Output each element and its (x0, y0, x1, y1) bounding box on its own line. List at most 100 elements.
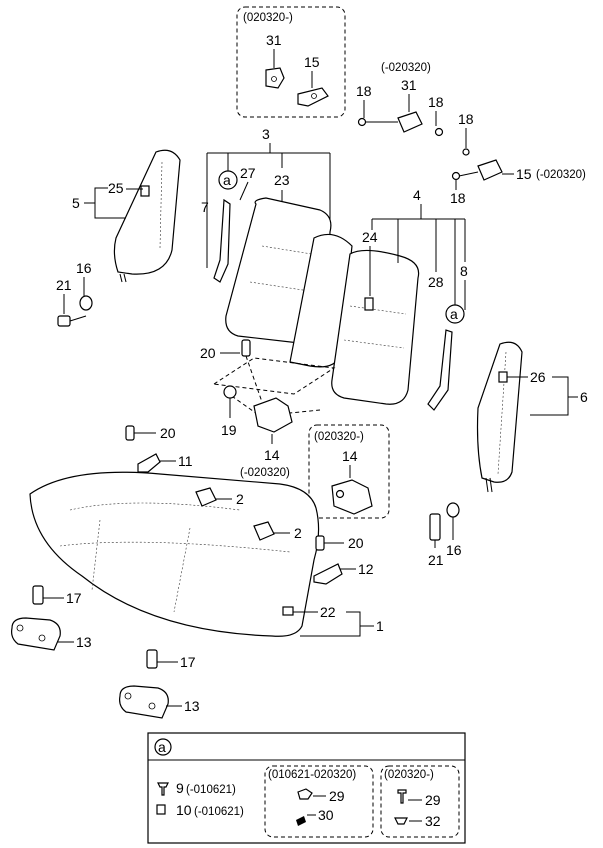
hook-group-upper: 17 13 (11, 585, 92, 651)
legend-box: a 9 (-010621) 10 (-010621) (010621-02032… (147, 732, 466, 844)
seat-back-cushion-right (331, 249, 420, 405)
hook-13a (11, 617, 61, 651)
bolt-18c (462, 148, 470, 156)
note-31-date: (-020320) (381, 62, 431, 74)
legend-item-9: 9 (-010621) (157, 780, 236, 796)
legend-item-9-note: (-010621) (186, 784, 236, 796)
part-label-15: 15 (304, 54, 320, 70)
bolt-20c (315, 535, 325, 551)
legend-right-box-label: (020320-) (384, 769, 434, 781)
part-label-23: 23 (274, 172, 290, 188)
part-label-21a: 21 (56, 277, 72, 293)
part-label-15b: 15 (516, 166, 532, 182)
part-label-18d: 18 (450, 190, 466, 206)
rod-8 (427, 329, 453, 411)
part-label-25: 25 (108, 180, 124, 196)
bracket-group-12: 20 12 (313, 535, 374, 585)
part-label-12: 12 (358, 561, 374, 577)
part-label-17b: 17 (180, 654, 196, 670)
part-label-2a: 2 (236, 491, 244, 507)
bracket-2a: 2 (195, 487, 244, 507)
legend-item-9-num: 9 (176, 780, 184, 796)
rod-7 (213, 198, 231, 283)
part-label-5: 5 (72, 195, 80, 211)
bolt-18d (451, 171, 479, 181)
part-label-21b: 21 (428, 552, 444, 568)
part-label-24: 24 (362, 229, 378, 245)
part-label-16a: 16 (76, 260, 92, 276)
bolt-20b (125, 425, 135, 441)
part-label-14a: 14 (264, 447, 280, 463)
part-label-19: 19 (221, 422, 237, 438)
legend-item-32-num: 32 (425, 813, 441, 829)
seat-cushion-1: 22 1 (29, 471, 384, 637)
bolt-washer-right: 21 16 (428, 502, 462, 568)
part-label-27: 27 (240, 165, 256, 181)
callout-a-2-text: a (450, 306, 458, 322)
legend-item-29a-num: 29 (329, 788, 345, 804)
clip-26 (498, 371, 508, 383)
legend-item-30: 30 (296, 807, 334, 826)
inset-box-mid-label: (020320-) (314, 431, 364, 443)
lock-14b (331, 479, 373, 515)
part-label-7: 7 (201, 199, 209, 215)
inset-box-top: (020320-) 31 15 (236, 6, 346, 118)
part-label-14b: 14 (342, 448, 358, 464)
bolt-18a (357, 117, 398, 127)
callout-a-1-text: a (223, 172, 231, 188)
legend-item-29b: 29 (397, 789, 441, 808)
legend-item-10-note: (-010621) (194, 806, 244, 818)
part-label-2b: 2 (294, 525, 302, 541)
bracket-12 (313, 563, 343, 585)
part-label-13b: 13 (184, 698, 200, 714)
part-label-20b: 20 (160, 425, 176, 441)
part-label-6: 6 (580, 389, 588, 405)
bolt-washer-left: 21 16 (56, 260, 93, 327)
hinge-bracket-15 (297, 87, 329, 107)
bolt-20a (241, 339, 251, 357)
legend-callout-a (154, 738, 172, 756)
lock-14a (253, 397, 293, 433)
callout-a-1 (218, 170, 238, 190)
note-14-date: (-020320) (240, 467, 290, 479)
legend-item-10: 10 (-010621) (156, 802, 244, 818)
hinge-bracket-31 (265, 67, 285, 89)
part-label-31: 31 (266, 32, 282, 48)
hinge-plate-15 (477, 159, 503, 181)
hook-group-lower: 17 13 (119, 649, 200, 719)
legend-mid-box-label: (010621-020320) (268, 769, 356, 781)
legend-item-32: 32 (394, 813, 441, 829)
legend-item-30-num: 30 (318, 807, 334, 823)
part-label-31b: 31 (401, 77, 417, 93)
part-label-17a: 17 (66, 590, 82, 606)
part-label-3: 3 (262, 126, 270, 142)
part-label-18a: 18 (356, 83, 372, 99)
bolt-17a (32, 585, 44, 605)
part-label-8: 8 (460, 263, 468, 279)
part-label-20a: 20 (200, 345, 216, 361)
part-label-18b: 18 (428, 94, 444, 110)
bolt-17b (146, 649, 158, 669)
part-label-26: 26 (530, 369, 546, 385)
bolt-18b (434, 127, 444, 137)
hinge-plate-31 (397, 111, 423, 133)
part-label-4: 4 (413, 187, 421, 203)
clip-24 (364, 297, 374, 311)
legend-item-29a: 29 (297, 788, 345, 804)
legend-callout-a-text: a (158, 739, 166, 755)
bracket-2b: 2 (253, 521, 302, 541)
right-side-bolster-6: 26 6 (476, 341, 588, 493)
center-lock-group: 20 19 14 (-020320) (200, 339, 336, 479)
washer-19 (223, 385, 237, 399)
inset-box-top-label: (020320-) (243, 12, 293, 24)
callout-a-2 (445, 304, 465, 324)
part-label-22: 22 (320, 604, 336, 620)
clip-25 (140, 185, 150, 197)
left-side-bolster-5: 25 5 (72, 149, 181, 283)
bracket-11 (137, 453, 161, 473)
clip-22 (282, 606, 294, 616)
part-label-28: 28 (428, 274, 444, 290)
part-label-20c: 20 (348, 535, 364, 551)
bracket-group-11: 20 11 (125, 425, 193, 473)
